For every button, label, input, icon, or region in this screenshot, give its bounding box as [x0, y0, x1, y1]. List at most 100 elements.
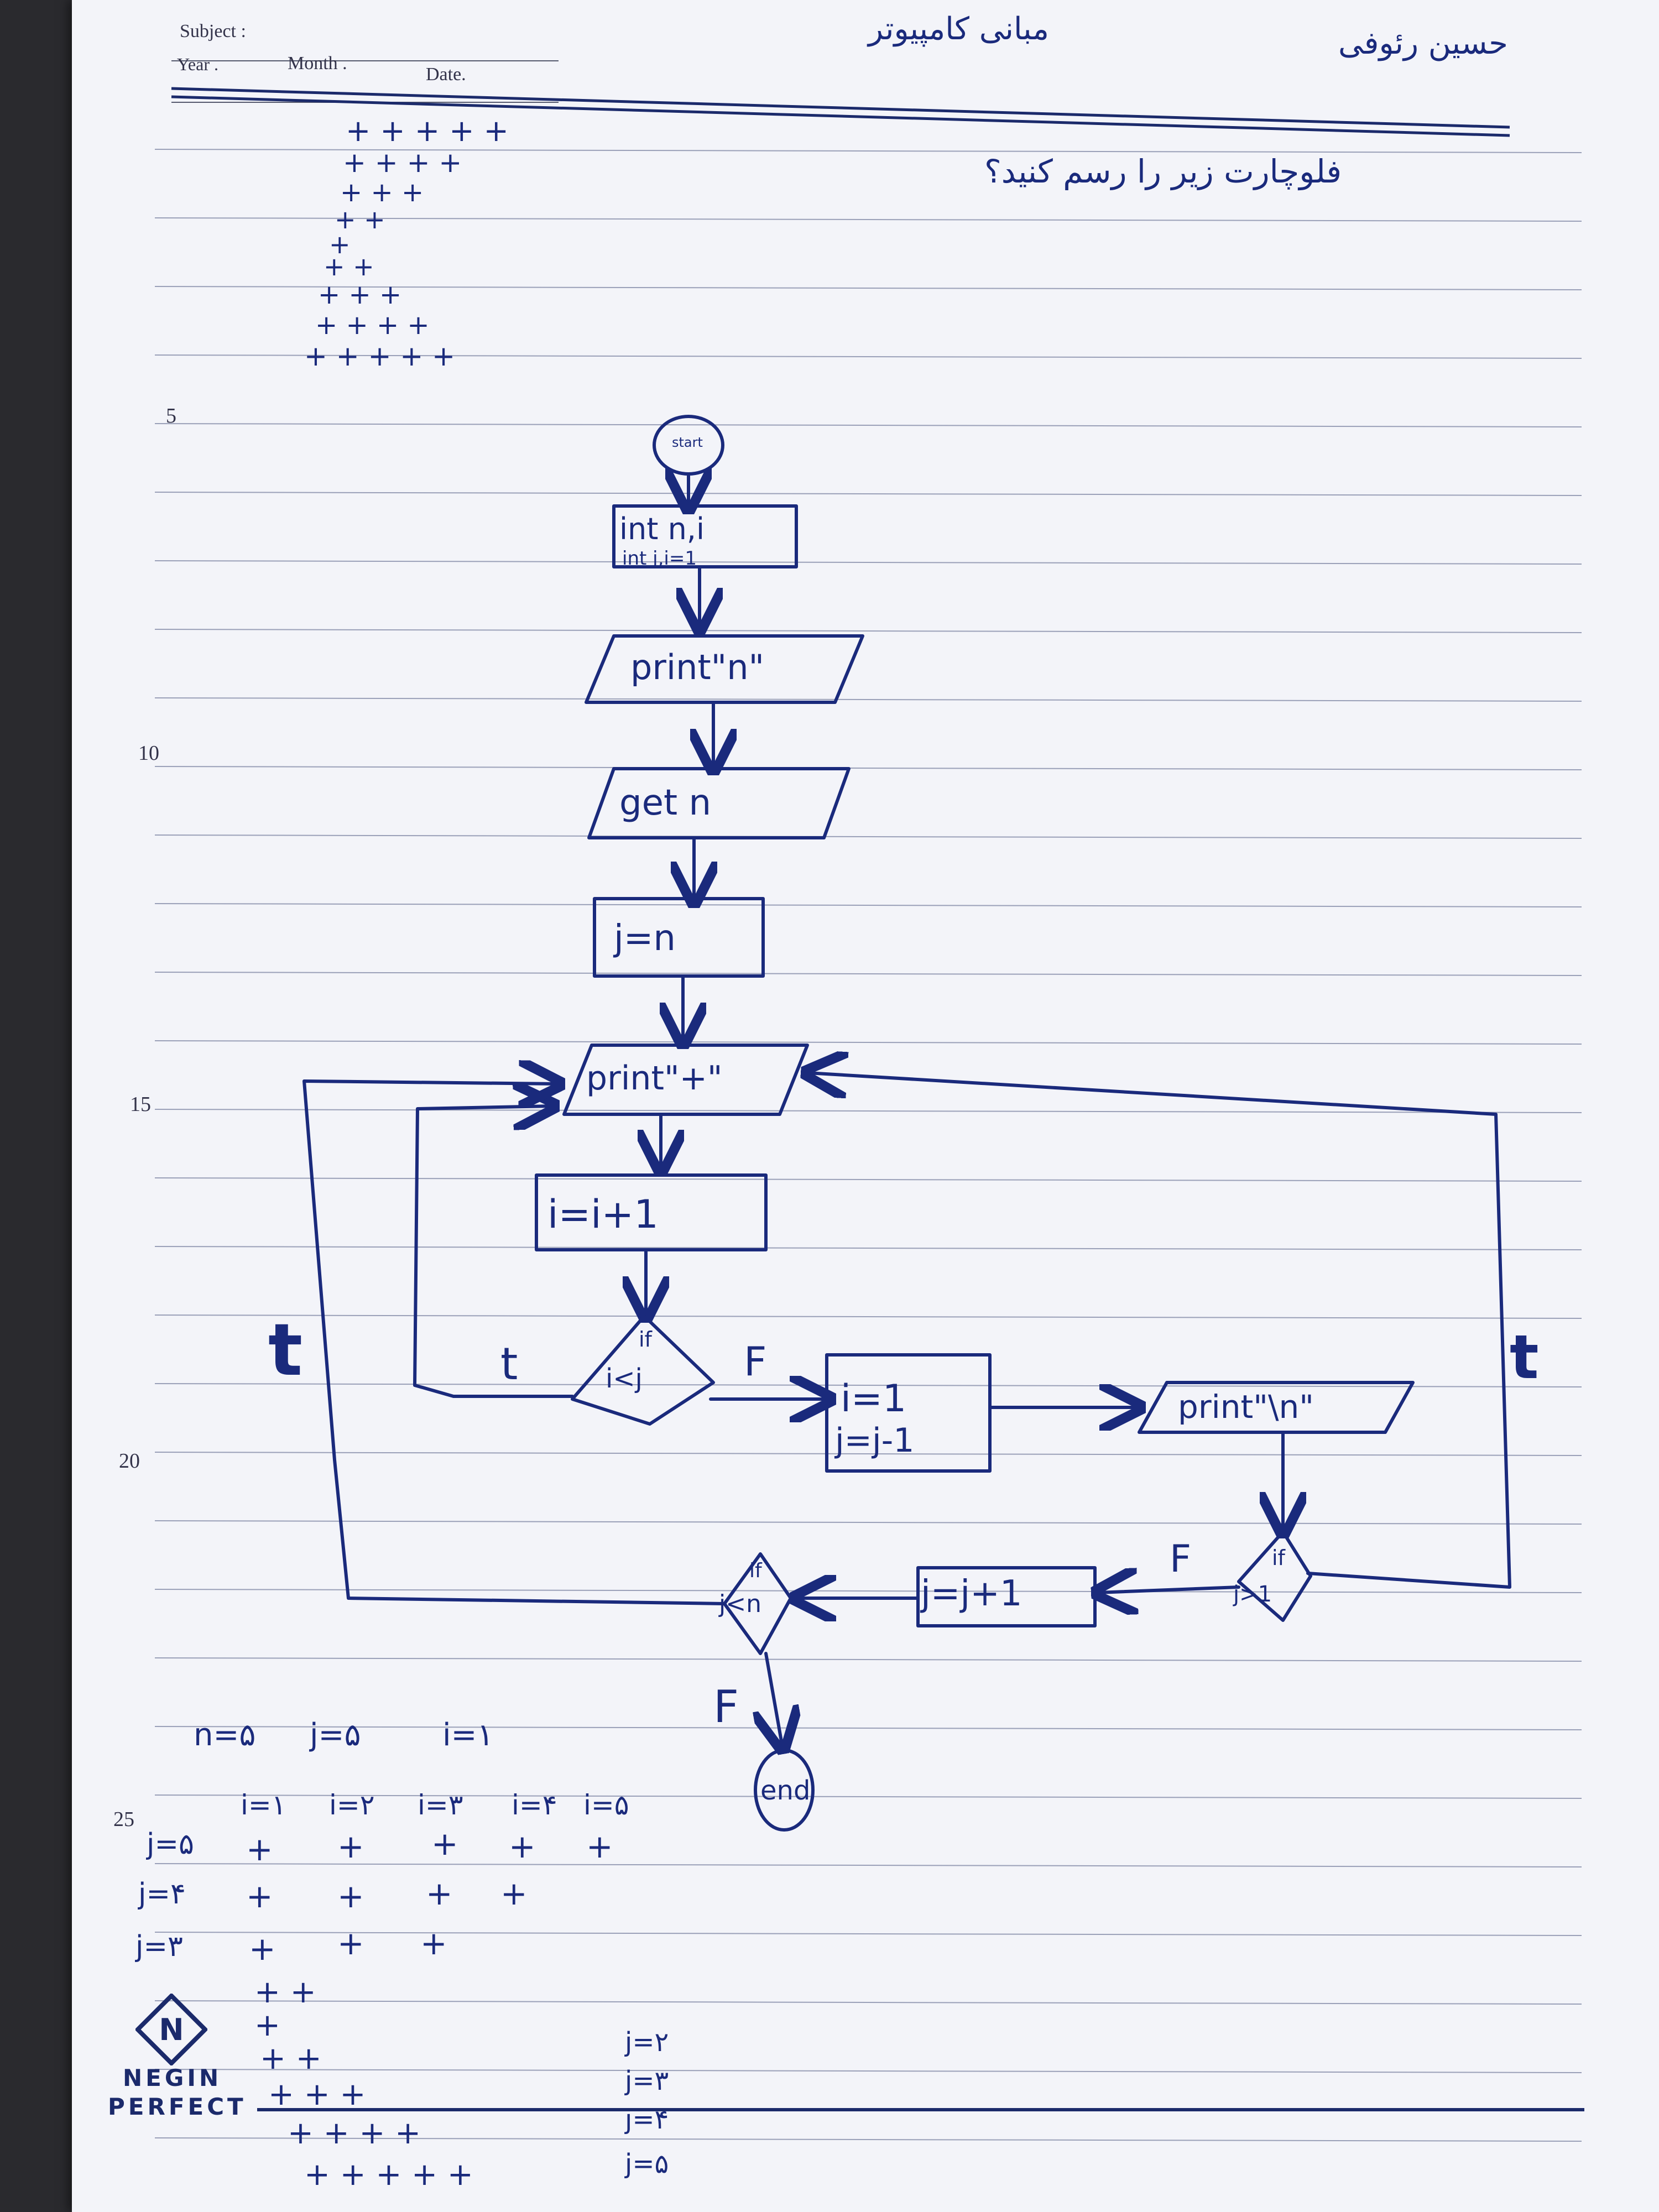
outer-if-label: if — [1272, 1546, 1285, 1570]
line-number-10: 10 — [138, 742, 159, 765]
ruled-line — [154, 766, 1582, 770]
course-title: مبانی کامپیوتر — [868, 11, 1049, 47]
ruled-line — [154, 217, 1582, 222]
line-number-5: 5 — [166, 404, 176, 427]
increment-i-label: i=i+1 — [547, 1192, 659, 1237]
trace-init-n: n=۵ — [194, 1717, 256, 1753]
start-label: start — [672, 435, 703, 450]
ruled-line — [154, 834, 1582, 839]
trace-plus: + — [500, 1875, 528, 1912]
declare-line1: int n,i — [619, 512, 705, 546]
trace-plus: + — [337, 1924, 364, 1962]
reset-line2: j=j-1 — [835, 1421, 915, 1460]
pattern-row: + + + + — [315, 310, 430, 341]
final-if-label: if — [749, 1559, 762, 1582]
trace-plus: + — [337, 1877, 364, 1915]
label-t-left: t — [268, 1308, 303, 1392]
ruled-line — [154, 1863, 1582, 1867]
ruled-line — [154, 1109, 1582, 1113]
trace-i-header: i=۲ — [329, 1789, 375, 1821]
ruled-line — [154, 1383, 1582, 1387]
ruled-line — [154, 972, 1582, 976]
print-newline-io — [1138, 1381, 1415, 1434]
trace-plus: + — [246, 1830, 273, 1868]
ruled-line — [154, 1177, 1582, 1182]
trace-init-j: j=۵ — [310, 1717, 361, 1753]
svg-text:N: N — [159, 2012, 184, 2047]
notebook-page: Subject : Year . Month . Date. مبانی کام… — [72, 0, 1659, 2212]
trace-plus: + — [420, 1924, 447, 1962]
year-label: Year . — [177, 54, 218, 74]
assign-j-label: j=n — [614, 918, 676, 959]
ruled-line — [154, 354, 1582, 359]
negin-logo-icon: N — [135, 1994, 207, 2065]
ruled-line — [154, 1726, 1582, 1730]
trace-init-i: i=۱ — [442, 1717, 494, 1753]
inner-cond-label: i<j — [606, 1363, 643, 1394]
trace-plus: + — [586, 1828, 613, 1865]
pattern-row: + + — [335, 205, 385, 234]
ruled-line — [154, 903, 1582, 907]
ruled-line — [154, 149, 1582, 153]
get-n-io — [587, 767, 851, 839]
increment-i-box — [535, 1173, 768, 1251]
trace-i-header: i=۴ — [512, 1789, 557, 1821]
ruled-lines — [154, 60, 1582, 2142]
pattern-row: + + + + + — [346, 113, 509, 148]
ruled-line — [154, 1932, 1582, 1936]
trace-row-label: j=۳ — [135, 1930, 183, 1963]
inner-if-label: if — [639, 1327, 652, 1352]
inner-decision — [571, 1314, 715, 1426]
label-f-inner: F — [744, 1338, 767, 1385]
pattern-row: + — [329, 229, 351, 259]
brand-line2: PERFECT — [108, 2093, 247, 2120]
student-name: حسین رئوفی — [1338, 25, 1508, 61]
get-n-label: get n — [619, 782, 711, 823]
trace-plus: + — [431, 1825, 458, 1863]
pattern-row: + + + — [340, 177, 424, 208]
ruled-line — [154, 423, 1582, 427]
question-text: فلوچارت زیر را رسم کنید؟ — [984, 153, 1342, 190]
final-decision — [723, 1552, 792, 1655]
line-number-20: 20 — [119, 1449, 140, 1473]
ruled-line — [154, 1040, 1582, 1045]
print-plus-label: print"+" — [586, 1059, 723, 1098]
header-rule — [171, 87, 1510, 129]
trace-lower-row: + + — [260, 2041, 322, 2077]
print-n-label: print"n" — [630, 647, 765, 687]
outer-decision — [1237, 1530, 1312, 1622]
reset-line1: i=1 — [841, 1377, 907, 1421]
ruled-line — [154, 1589, 1582, 1593]
subject-label: Subject : — [180, 21, 246, 41]
ruled-line — [154, 560, 1582, 565]
trace-row-label: j=۴ — [138, 1877, 186, 1911]
assign-j-box — [593, 897, 765, 978]
print-newline-label: print"\n" — [1178, 1388, 1314, 1426]
ruled-line — [154, 2000, 1582, 2005]
ruled-line — [154, 286, 1582, 290]
trace-i-header: i=۳ — [418, 1789, 463, 1821]
declare-box — [612, 504, 798, 568]
brand-line1: NEGIN — [123, 2064, 222, 2091]
pattern-row: + + + + + — [304, 340, 456, 372]
line-number-25: 25 — [113, 1808, 134, 1831]
trace-row-label: j=۵ — [147, 1828, 194, 1861]
trace-plus: + — [249, 1930, 276, 1968]
ruled-line — [154, 697, 1582, 702]
ruled-line — [154, 1794, 1582, 1799]
trace-lower-label: j=۲ — [625, 2027, 669, 2058]
label-t-right: t — [1510, 1322, 1539, 1392]
ruled-line — [154, 2069, 1582, 2073]
label-t-inner: t — [500, 1338, 518, 1390]
outer-cond-label: j>1 — [1233, 1582, 1272, 1607]
trace-lower-row: + + + + — [288, 2115, 421, 2151]
trace-lower-row: + + — [254, 1974, 316, 2010]
ruled-line — [154, 1314, 1582, 1319]
trace-plus: + — [246, 1877, 273, 1915]
ruled-line — [154, 1452, 1582, 1456]
end-label: end — [760, 1775, 811, 1806]
trace-plus: + — [426, 1875, 453, 1912]
label-f-final: F — [713, 1681, 739, 1733]
trace-lower-row: + + + — [268, 2077, 366, 2112]
print-n-io — [585, 634, 864, 704]
